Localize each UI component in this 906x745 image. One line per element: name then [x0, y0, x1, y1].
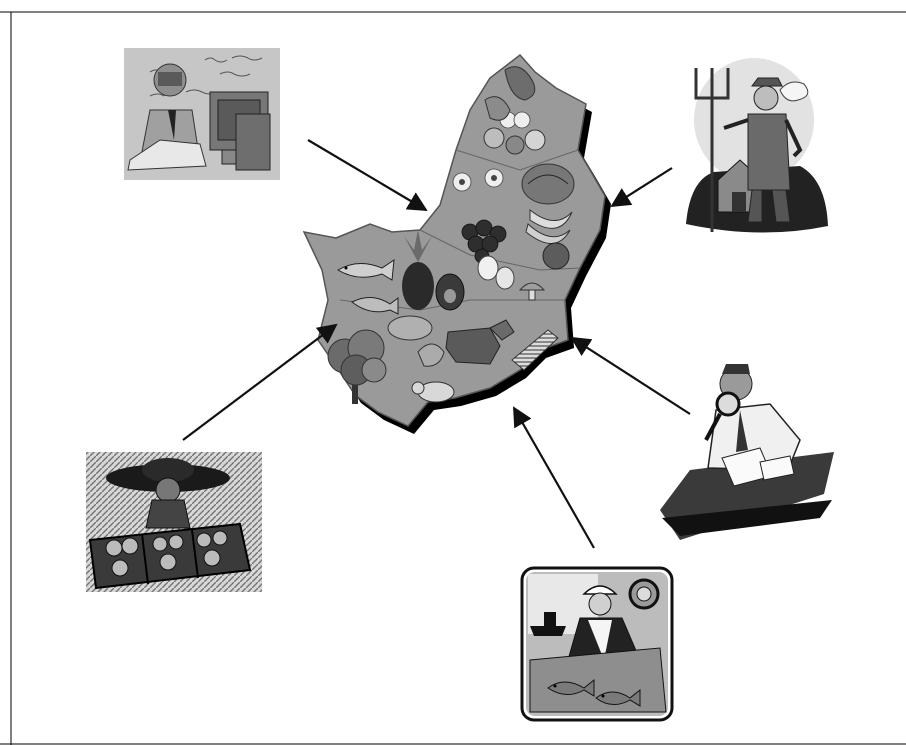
- food-map-icon: [302, 53, 611, 434]
- magnifier-inspector-icon: [660, 364, 834, 540]
- farmer-pitchfork-icon: [686, 58, 828, 233]
- arrow-vendor-to-map: [182, 323, 338, 441]
- tree-icon: [327, 329, 387, 404]
- arrows: [182, 139, 691, 549]
- arrow-fish-to-map: [513, 406, 595, 549]
- office-computer-icon: [124, 48, 280, 180]
- produce-stand-icon: [86, 452, 262, 592]
- arrow-office-to-map: [307, 139, 428, 212]
- arrow-farmer-to-map: [610, 167, 673, 208]
- fish-worker-icon: [520, 566, 674, 722]
- arrow-inspector-to-map: [570, 336, 691, 415]
